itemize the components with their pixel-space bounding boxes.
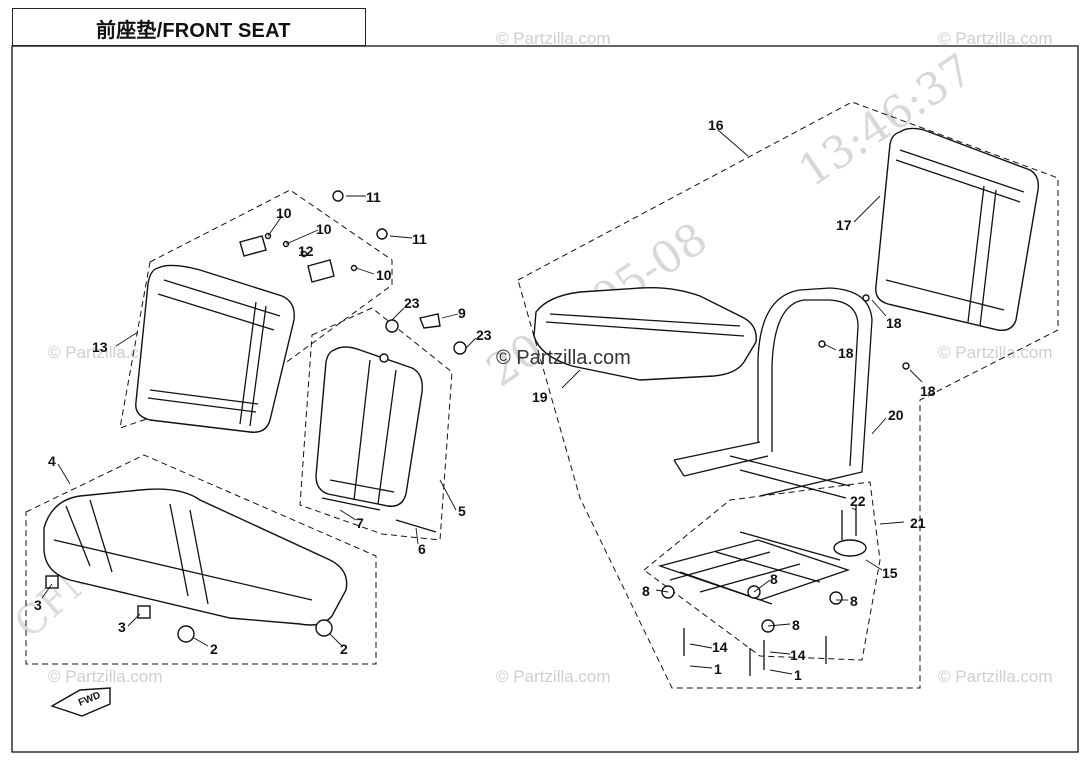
cushion-4 [43,488,348,643]
callout-8: 8 [770,571,778,587]
seat-assembly-group-outline [517,101,1059,689]
callout-3: 3 [34,597,42,613]
callout-8: 8 [642,583,650,599]
callout-7: 7 [356,515,364,531]
callout-3: 3 [118,619,126,635]
callout-21: 21 [910,515,926,531]
callout-13: 13 [92,339,108,355]
callout-8: 8 [792,617,800,633]
callout-19: 19 [532,389,548,405]
cushion-19 [533,286,757,381]
watermark-text: © Partzilla.com [938,29,1053,48]
callout-11: 11 [366,189,381,205]
callout-1: 1 [794,667,802,683]
watermark-text: © Partzilla.com [48,667,163,686]
callout-18: 18 [838,345,854,361]
callout-20: 20 [888,407,904,423]
page-title: 前座垫/FRONT SEAT [96,20,291,42]
callout-23: 23 [404,295,420,311]
callout-2: 2 [340,641,348,657]
callout-10: 10 [276,205,292,221]
callout-6: 6 [418,541,426,557]
seatback-group-outline [299,307,453,541]
callout-14: 14 [712,639,728,655]
callout-23: 23 [476,327,492,343]
callout-4: 4 [48,453,56,469]
callout-12: 12 [298,243,314,259]
center-watermark: © Partzilla.com [496,347,631,369]
callout-15: 15 [882,565,898,581]
callout-14: 14 [790,647,806,663]
callout-16: 16 [708,117,724,133]
callout-17: 17 [836,217,852,233]
forward-arrow-icon: FWD [50,687,111,717]
slide-rail-21 [657,506,867,676]
callout-10: 10 [376,267,392,283]
watermark-text: © Partzilla.com [496,29,611,48]
watermark-text: © Partzilla.com [496,667,611,686]
title-box [12,8,366,46]
callout-10: 10 [316,221,332,237]
callout-18: 18 [886,315,902,331]
callout-5: 5 [458,503,466,519]
backrest-17 [875,127,1040,331]
watermark-text: © Partzilla.com [938,667,1053,686]
watermark-text: © Partzilla.com [938,343,1053,362]
seatback-5 [315,313,467,533]
callout-9: 9 [458,305,466,321]
callout-1: 1 [714,661,722,677]
diagram-frame [11,45,1079,753]
callout-18: 18 [920,383,936,399]
callout-8: 8 [850,593,858,609]
base-group-outline [643,481,881,661]
callout-22: 22 [850,493,866,509]
callout-2: 2 [210,641,218,657]
seat-frame-20 [673,287,910,499]
callout-labels: 11 10 10 11 12 10 13 23 9 23 5 7 6 4 3 3… [34,117,936,683]
watermark-text: © Partzilla.com [48,343,163,362]
leader-lines [41,129,923,675]
callout-11: 11 [412,231,427,247]
backrest-13 [135,264,295,433]
